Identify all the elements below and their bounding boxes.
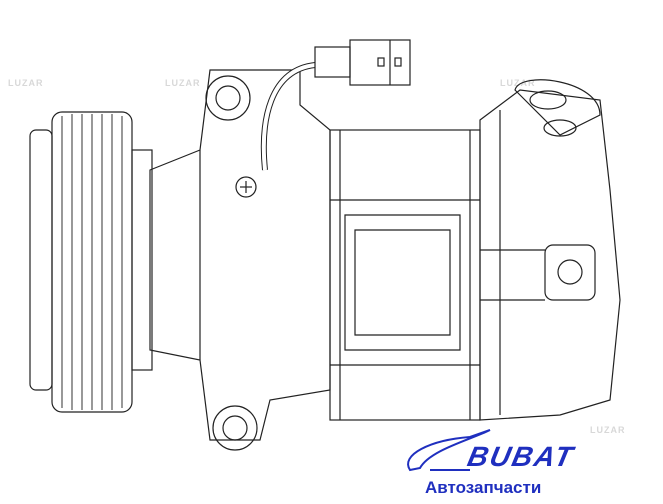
connector: [314, 39, 411, 86]
screw: [235, 176, 257, 198]
watermark: LUZAR: [165, 78, 201, 88]
watermark: LUZAR: [8, 78, 44, 88]
pulley: [29, 111, 153, 413]
logo-tagline: Автозапчасти: [425, 478, 542, 497]
watermark: LUZAR: [590, 425, 626, 435]
logo-brand: BUBAT: [464, 441, 578, 472]
rear-head: [479, 89, 621, 421]
watermark: LUZAR: [500, 78, 536, 88]
